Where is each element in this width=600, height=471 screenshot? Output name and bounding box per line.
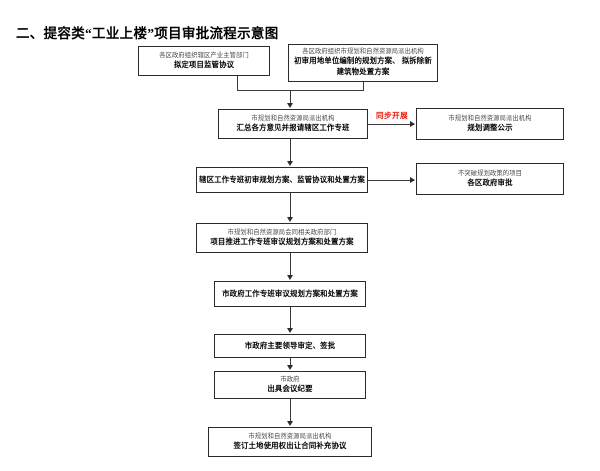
flow-node-meeting-minutes[interactable]: 市政府 出具会议纪要 (214, 371, 366, 399)
page-title: 二、提容类“工业上楼”项目审批流程示意图 (16, 26, 279, 41)
node-label: 初审用地单位编制的规划方案、 拟拆除新建筑物处置方案 (294, 56, 432, 76)
connector-arrow (286, 328, 293, 333)
connector-arrow (286, 103, 293, 108)
node-label: 项目推进工作专班审议规划方案和处置方案 (210, 237, 354, 247)
node-label: 辖区工作专班初审规划方案、监管协议和处置方案 (199, 175, 365, 185)
node-subtitle: 各区政府组织辖区产业主管部门 (159, 52, 249, 60)
connector-line (290, 358, 291, 367)
connector-line (290, 307, 291, 328)
node-subtitle: 市规划和自然资源局派出机构 (251, 115, 335, 123)
connector-line (368, 180, 414, 181)
connector-arrow (286, 275, 293, 280)
connector-line (290, 139, 291, 161)
flow-node-consolidate[interactable]: 市规划和自然资源局派出机构 汇总各方意见并报请辖区工作专班 (218, 109, 368, 139)
node-label: 各区政府审批 (467, 178, 513, 188)
node-label: 出具会议纪要 (267, 384, 313, 394)
flow-node-top-right[interactable]: 各区政府组织市规划和自然资源局派出机构 初审用地单位编制的规划方案、 拟拆除新建… (288, 44, 438, 82)
node-subtitle: 市规划和自然资源局派出机构 (248, 433, 332, 441)
flow-node-top-left[interactable]: 各区政府组织辖区产业主管部门 拟定项目监管协议 (138, 46, 270, 76)
connector-line (290, 90, 291, 103)
connector-line (290, 399, 291, 421)
node-label: 签订土地使用权出让合同补充协议 (233, 441, 347, 451)
connector-arrow (410, 120, 415, 127)
connector-line (290, 253, 291, 275)
connector-line (290, 193, 291, 217)
node-label: 市政府工作专班审议规划方案和处置方案 (222, 289, 358, 299)
connector-arrow (286, 421, 293, 426)
node-label: 拟定项目监管协议 (173, 60, 235, 70)
node-label: 市政府主要领导审定、签批 (244, 341, 336, 351)
node-subtitle: 市政府 (280, 376, 300, 384)
node-subtitle: 各区政府组织市规划和自然资源局派出机构 (302, 48, 424, 56)
flow-node-district-review[interactable]: 辖区工作专班初审规划方案、监管协议和处置方案 (196, 167, 368, 193)
flow-node-project-team[interactable]: 市规划和自然资源局会同相关政府部门 项目推进工作专班审议规划方案和处置方案 (196, 223, 368, 253)
flow-node-leader-approval[interactable]: 市政府主要领导审定、签批 (214, 334, 366, 358)
connector-line (237, 76, 238, 90)
node-label: 规划调整公示 (467, 123, 513, 133)
node-subtitle: 市规划和自然资源局派出机构 (448, 115, 532, 123)
connector-arrow (410, 176, 415, 183)
flow-node-district-approval[interactable]: 不突破规划政策的项目 各区政府审批 (416, 163, 564, 195)
node-subtitle: 市规划和自然资源局会同相关政府部门 (227, 229, 337, 237)
connector-arrow (286, 161, 293, 166)
node-label: 汇总各方意见并报请辖区工作专班 (236, 123, 350, 133)
parallel-annotation: 同步开展 (376, 111, 408, 120)
flow-node-sign-contract[interactable]: 市规划和自然资源局派出机构 签订土地使用权出让合同补充协议 (208, 427, 372, 457)
connector-arrow (286, 217, 293, 222)
flow-node-city-team[interactable]: 市政府工作专班审议规划方案和处置方案 (214, 281, 366, 307)
flow-node-publicity[interactable]: 市规划和自然资源局派出机构 规划调整公示 (416, 108, 564, 140)
connector-line (368, 124, 414, 125)
connector-arrow (286, 365, 293, 370)
connector-line (363, 82, 364, 90)
node-subtitle: 不突破规划政策的项目 (458, 170, 522, 178)
connector-line (237, 90, 364, 91)
